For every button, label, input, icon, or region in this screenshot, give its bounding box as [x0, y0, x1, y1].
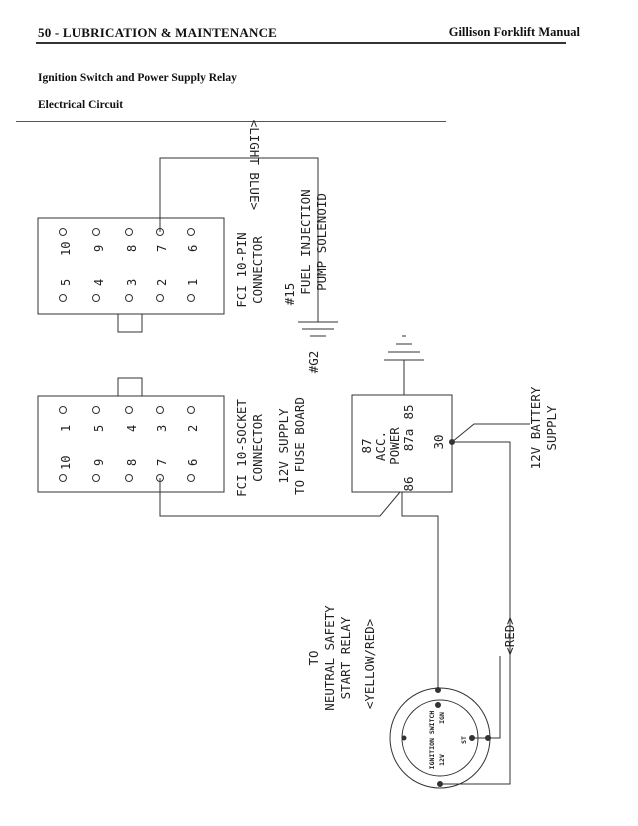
switch-12v-label: 12V — [438, 754, 446, 766]
pin-number: 1 — [59, 425, 73, 432]
pin-connector-body — [37, 217, 225, 333]
relay-terminal-87: 87 — [359, 438, 374, 453]
ground-symbol-relay — [384, 335, 424, 361]
solenoid-label: FUEL INJECTION — [298, 189, 313, 294]
relay-terminal-30 — [449, 439, 455, 445]
battery-label: 12V BATTERY — [528, 386, 543, 469]
pin-number: 1 — [186, 279, 200, 286]
socket-connector-pins — [59, 406, 195, 482]
relay-terminal-85: 85 — [401, 404, 416, 419]
pin-number: 8 — [125, 459, 139, 466]
section-title: 50 - LUBRICATION & MAINTENANCE — [38, 25, 278, 40]
pin-number: 5 — [92, 425, 106, 432]
solenoid-label: PUMP SOLENOID — [314, 193, 329, 291]
pin-number: 7 — [155, 245, 169, 252]
pin-number: 2 — [186, 425, 200, 432]
relay-terminal-30-label: 30 — [431, 434, 446, 449]
pin-connector-pins — [59, 228, 195, 302]
pin-number: 3 — [155, 425, 169, 432]
pin-number: 9 — [92, 459, 106, 466]
red-wire-label: <RED> — [502, 617, 517, 655]
socket-connector-numbers: 5 4 3 2 1 10 9 8 7 6 — [59, 425, 200, 470]
wires — [159, 157, 530, 785]
header-rule — [36, 42, 566, 44]
pin-connector-label: CONNECTOR — [250, 236, 265, 304]
yellow-red-wire-label: <YELLOW/RED> — [362, 619, 377, 709]
pin-number: 3 — [125, 279, 139, 286]
socket-connector-label: FCI 10-SOCKET — [234, 399, 249, 497]
diagram-heading: Ignition Switch and Power Supply Relay — [38, 72, 237, 84]
relay-label: ACC. — [373, 431, 388, 461]
switch-st-label: ST — [460, 736, 468, 744]
socket-connector-body — [37, 377, 225, 493]
relay-terminal-86: 86 — [401, 476, 416, 491]
pin-number: 9 — [92, 245, 106, 252]
diagram-labels: <LIGHT BLUE> #15 FUEL INJECTION PUMP SOL… — [234, 120, 559, 711]
light-blue-wire-label: <LIGHT BLUE> — [247, 120, 262, 210]
neutral-relay-label: NEUTRAL SAFETY — [322, 605, 337, 711]
pin-number: 2 — [155, 279, 169, 286]
pin-number: 10 — [59, 456, 73, 470]
neutral-relay-label: START RELAY — [338, 616, 353, 699]
ground-symbol-g2 — [298, 321, 338, 337]
ignition-switch-labels: IGNITION SWITCH IGN 12V ST — [428, 711, 468, 770]
ground-label: #G2 — [306, 351, 321, 374]
pin-number: 5 — [59, 279, 73, 286]
relay-terminal-87a: 87a — [401, 429, 416, 452]
pin-number: 4 — [125, 425, 139, 432]
pin-connector-label: FCI 10-PIN — [234, 232, 249, 307]
diagram-subheading: Electrical Circuit — [38, 99, 124, 111]
solenoid-number: #15 — [282, 283, 297, 306]
ignition-switch — [389, 687, 491, 789]
switch-ign-label: IGN — [438, 712, 446, 724]
pin-number: 7 — [155, 459, 169, 466]
neutral-relay-label: TO — [306, 650, 321, 665]
switch-title: IGNITION SWITCH — [428, 711, 436, 770]
socket-connector-label: CONNECTOR — [250, 414, 265, 482]
fuse-supply-label: 12V SUPPLY — [276, 408, 291, 484]
diagram-rule — [16, 121, 446, 122]
pin-number: 4 — [92, 279, 106, 286]
pin-number: 8 — [125, 245, 139, 252]
fuse-supply-label: TO FUSE BOARD — [292, 397, 307, 495]
relay-label: POWER — [387, 427, 402, 465]
pin-connector-numbers: 10 9 8 7 6 5 4 3 2 1 — [59, 242, 200, 286]
battery-label: SUPPLY — [544, 405, 559, 451]
manual-title: Gillison Forklift Manual — [448, 25, 580, 39]
pin-number: 6 — [186, 245, 200, 252]
pin-number: 6 — [186, 459, 200, 466]
pin-number: 10 — [59, 242, 73, 256]
